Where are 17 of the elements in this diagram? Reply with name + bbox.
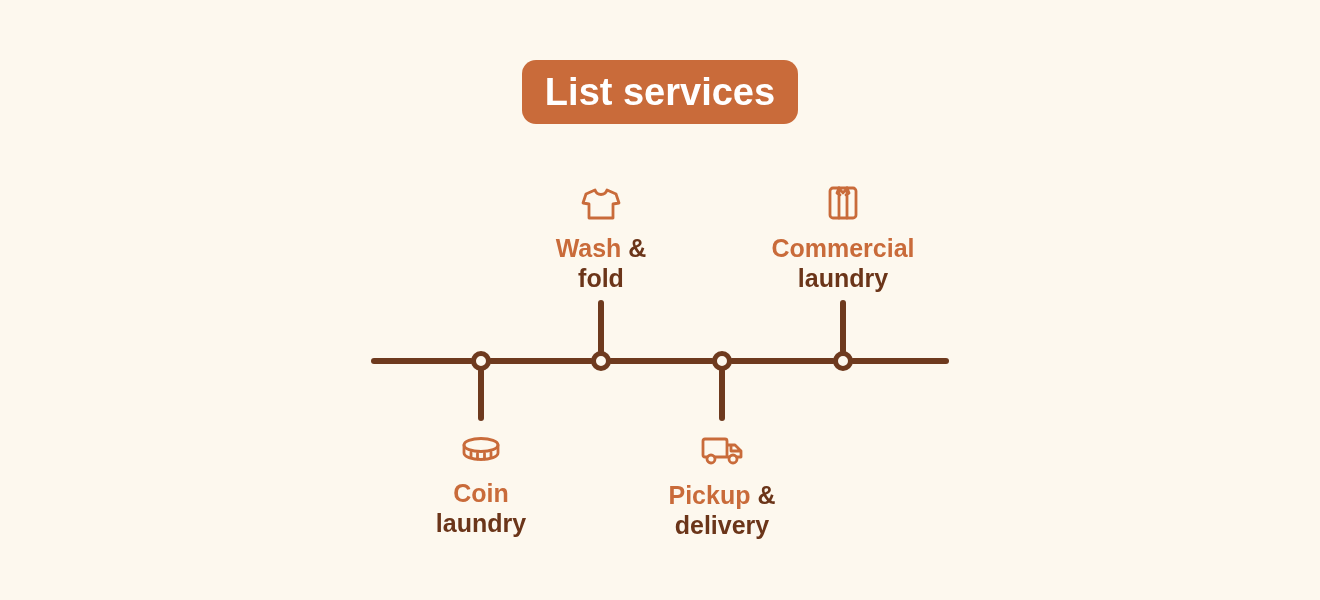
connector-line (598, 300, 604, 354)
timeline-line (729, 358, 836, 364)
service-label: Coin laundry (434, 478, 528, 538)
connector-line (719, 368, 725, 421)
timeline-marker (591, 351, 611, 371)
timeline-line (371, 358, 474, 364)
timeline-line (850, 358, 949, 364)
timeline-marker (833, 351, 853, 371)
timeline-marker (471, 351, 491, 371)
service-label: Commercial laundry (770, 233, 916, 293)
timeline-line (608, 358, 715, 364)
timeline-marker (712, 351, 732, 371)
service-label: Pickup & delivery (667, 480, 777, 540)
service-label: Wash & fold (554, 233, 648, 293)
connector-line (840, 300, 846, 354)
title-banner: List services (522, 60, 798, 124)
timeline-line (488, 358, 594, 364)
